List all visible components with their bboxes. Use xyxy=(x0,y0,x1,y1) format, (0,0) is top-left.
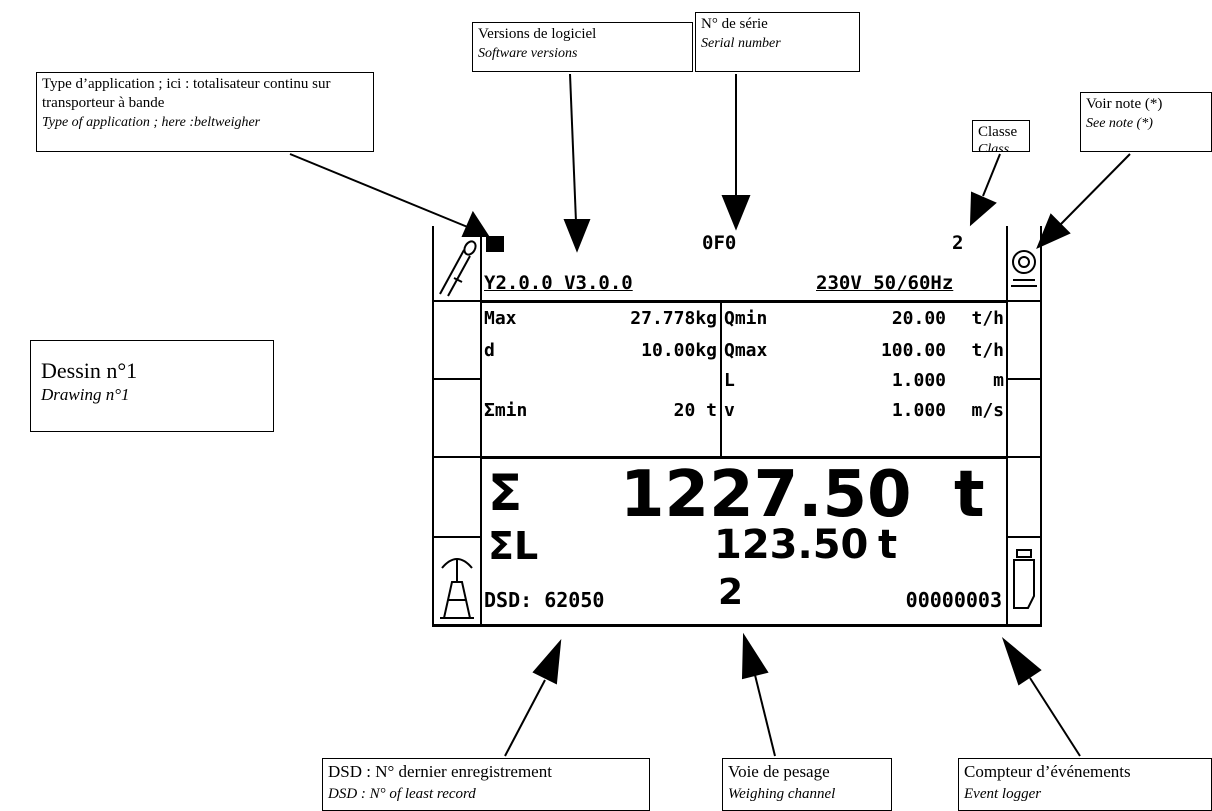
soft-key-right-2[interactable] xyxy=(1008,302,1040,380)
class-en: Class xyxy=(978,142,1010,152)
param-value-v: 1.000 xyxy=(891,400,946,421)
param-value-sigma-min: 20 t xyxy=(673,400,717,421)
total-unit: t xyxy=(954,458,985,532)
arrowhead-last-record xyxy=(532,638,562,685)
partial-total-symbol: ΣL xyxy=(488,524,539,568)
last-record-value: DSD: 62050 xyxy=(484,588,605,612)
soft-key-left-1[interactable] xyxy=(434,226,480,302)
frame-right-edge xyxy=(1040,226,1042,626)
arrow-software-versions xyxy=(569,73,577,223)
frame-left-edge xyxy=(432,226,434,626)
software-versions-fr: Versions de logiciel xyxy=(478,26,597,42)
serial-number-note: N° de série Serial number xyxy=(695,12,860,72)
totals-divider xyxy=(482,456,1006,459)
serial-number-fr: N° de série xyxy=(701,16,768,32)
params-divider xyxy=(720,302,722,458)
soft-key-right-1[interactable] xyxy=(1008,226,1040,302)
event-counter-fr: Compteur d’événements xyxy=(964,762,1131,781)
param-label-d: d xyxy=(484,340,495,361)
event-counter-en: Event logger xyxy=(964,786,1042,802)
param-label-v: v xyxy=(724,400,735,421)
weighing-channel-note: Voie de pesage Weighing channel xyxy=(722,758,892,811)
serial-number-value: 0F0 xyxy=(702,232,737,254)
total-sigma-symbol: Σ xyxy=(488,464,523,522)
arrowhead-software-versions xyxy=(563,219,591,253)
arrowhead-event-counter xyxy=(1001,636,1042,686)
last-record-note: DSD : N° dernier enregistrement DSD : N°… xyxy=(322,758,650,811)
partial-total-unit: t xyxy=(878,522,898,568)
param-unit-v: m/s xyxy=(971,400,1004,421)
last-record-fr: DSD : N° dernier enregistrement xyxy=(328,762,552,781)
class-value: 2 xyxy=(952,232,964,254)
arrow-class xyxy=(982,153,1001,197)
class-note: Classe Class xyxy=(972,120,1030,152)
total-value: 1227.50 xyxy=(620,458,912,532)
scale-bridge-icon xyxy=(440,558,474,619)
soft-key-right-4[interactable] xyxy=(1008,458,1040,538)
soft-key-left-2[interactable] xyxy=(434,302,480,380)
weighing-channel-value: 2 xyxy=(718,572,744,613)
frame-bottom-edge xyxy=(432,624,1042,627)
arrow-event-counter xyxy=(1029,677,1081,757)
param-value-qmin: 20.00 xyxy=(891,308,946,329)
drawing-en: Drawing n°1 xyxy=(41,385,130,404)
application-type-en: Type of application ; here :beltweigher xyxy=(42,115,261,130)
class-fr: Classe xyxy=(978,124,1018,140)
partial-total-value: 123.50 xyxy=(714,522,869,568)
soft-key-left-5[interactable] xyxy=(434,538,480,624)
see-note-fr: Voir note (*) xyxy=(1086,96,1163,112)
arrow-see-note xyxy=(1059,153,1131,226)
arrowhead-serial-number xyxy=(721,195,751,231)
param-value-d: 10.00kg xyxy=(641,340,717,361)
see-note-note: Voir note (*) See note (*) xyxy=(1080,92,1212,152)
param-label-l: L xyxy=(724,370,735,391)
param-value-max: 27.778kg xyxy=(630,308,717,329)
event-counter-value: 00000003 xyxy=(905,588,1002,612)
param-label-sigma-min: Σmin xyxy=(484,400,528,421)
last-record-en: DSD : N° of least record xyxy=(328,786,476,802)
see-note-en: See note (*) xyxy=(1086,116,1153,131)
param-label-qmax: Qmax xyxy=(724,340,768,361)
weighing-display: 0F0 2 Y2.0.0 V3.0.0 230V 50/60Hz Max 27.… xyxy=(432,226,1042,627)
soft-key-left-4[interactable] xyxy=(434,458,480,538)
weighing-channel-fr: Voie de pesage xyxy=(728,762,830,781)
header-divider xyxy=(482,300,1006,303)
weighing-channel-en: Weighing channel xyxy=(728,786,836,802)
load-cell-icon xyxy=(1013,549,1035,609)
drawing-fr: Dessin n°1 xyxy=(41,358,138,383)
serial-number-en: Serial number xyxy=(701,36,781,51)
software-versions-note: Versions de logiciel Software versions xyxy=(472,22,693,72)
software-versions-en: Software versions xyxy=(478,46,578,61)
application-type-note: Type d’application ; ici : totalisateur … xyxy=(36,72,374,152)
param-label-max: Max xyxy=(484,308,517,329)
status-square-icon xyxy=(486,236,504,252)
arrowhead-weighing-channel xyxy=(741,632,769,680)
left-buttons-separator xyxy=(480,226,482,626)
param-unit-l: m xyxy=(993,370,1004,391)
software-versions-value: Y2.0.0 V3.0.0 xyxy=(484,272,633,294)
arrow-weighing-channel xyxy=(754,674,776,757)
power-supply-value: 230V 50/60Hz xyxy=(816,272,954,294)
soft-key-left-3[interactable] xyxy=(434,380,480,458)
belt-scale-icon xyxy=(439,240,477,297)
param-value-qmax: 100.00 xyxy=(880,340,946,361)
soft-key-right-3[interactable] xyxy=(1008,380,1040,458)
drawing-label: Dessin n°1 Drawing n°1 xyxy=(30,340,274,432)
arrow-last-record xyxy=(504,679,546,757)
arrow-application-type xyxy=(289,153,471,229)
right-buttons-separator xyxy=(1006,226,1008,626)
seal-icon xyxy=(1011,250,1037,287)
param-value-l: 1.000 xyxy=(891,370,946,391)
soft-key-right-5[interactable] xyxy=(1008,538,1040,624)
arrowhead-class xyxy=(969,191,997,227)
param-unit-qmax: t/h xyxy=(971,340,1004,361)
arrowhead-see-note xyxy=(1036,213,1071,249)
param-unit-qmin: t/h xyxy=(971,308,1004,329)
event-counter-note: Compteur d’événements Event logger xyxy=(958,758,1212,811)
application-type-fr: Type d’application ; ici : totalisateur … xyxy=(42,76,331,111)
param-label-qmin: Qmin xyxy=(724,308,768,329)
